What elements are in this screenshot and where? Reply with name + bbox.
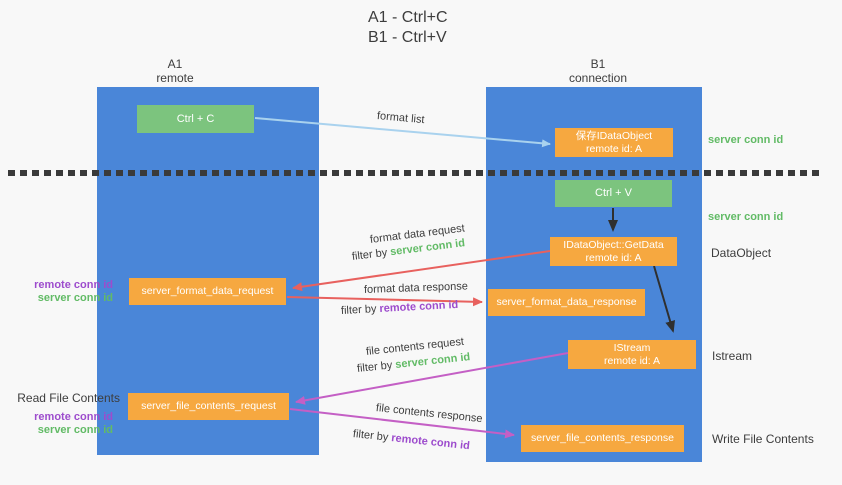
- title-line-1: A1 - Ctrl+C: [368, 9, 448, 26]
- right-server-conn-id-label-1: server conn id: [708, 134, 783, 146]
- remote-conn-id-text: remote conn id: [390, 432, 471, 453]
- server-file-contents-request-label: server_file_contents_request: [141, 400, 276, 412]
- column-header-b1: B1 connection: [538, 57, 658, 85]
- server-format-data-response-box: server_format_data_response: [488, 289, 645, 316]
- server-format-data-request-box: server_format_data_request: [129, 278, 286, 305]
- istream-line2: remote id: A: [603, 354, 661, 367]
- left-server-conn-id-label: server conn id: [18, 292, 113, 304]
- save-dataobject-line2: remote id: A: [585, 142, 643, 155]
- format-data-response-label: format data response: [363, 280, 469, 296]
- server-format-data-response-label: server_format_data_response: [496, 296, 637, 308]
- istream-side-label: Istream: [712, 349, 753, 363]
- write-file-contents-label: Write File Contents: [712, 432, 814, 446]
- column-header-a1: A1 remote: [115, 57, 235, 85]
- column-a1-role: remote: [156, 71, 194, 85]
- remote-conn-id-text: remote conn id: [34, 279, 113, 291]
- remote-conn-id-text: remote conn id: [379, 298, 459, 315]
- left-remote-conn-id-label: remote conn id: [18, 279, 113, 291]
- getdata-box: IDataObject::GetData remote id: A: [550, 237, 677, 266]
- filter-by-text: filter by: [352, 428, 389, 444]
- remote-conn-id-text: remote conn id: [34, 411, 113, 423]
- server-file-contents-response-box: server_file_contents_response: [521, 425, 684, 452]
- ctrl-v-box: Ctrl + V: [555, 180, 672, 207]
- file-response-filter-label: filter by remote conn id: [352, 428, 470, 452]
- dataobject-label: DataObject: [711, 246, 772, 260]
- format-list-label: format list: [376, 110, 426, 127]
- format-response-filter-label: filter by remote conn id: [341, 299, 459, 317]
- column-b1-name: B1: [590, 57, 606, 71]
- server-conn-id-text: server conn id: [708, 211, 784, 223]
- ctrl-c-label: Ctrl + C: [176, 112, 215, 125]
- diagram-title: A1 - Ctrl+C B1 - Ctrl+V: [368, 8, 448, 48]
- server-conn-id-text: server conn id: [37, 424, 113, 436]
- filter-by-text: filter by: [340, 303, 377, 317]
- getdata-line1: IDataObject::GetData: [563, 238, 664, 251]
- column-a1-name: A1: [167, 57, 183, 71]
- read-file-contents-label: Read File Contents: [17, 391, 120, 405]
- server-conn-id-text: server conn id: [708, 134, 784, 146]
- left-bottom-server-conn-id-label: server conn id: [18, 424, 113, 436]
- save-dataobject-line1: 保存IDataObject: [575, 129, 653, 142]
- title-line-2: B1 - Ctrl+V: [368, 29, 447, 46]
- right-server-conn-id-label-2: server conn id: [708, 211, 783, 223]
- getdata-line2: remote id: A: [585, 251, 642, 264]
- server-file-contents-request-box: server_file_contents_request: [128, 393, 289, 420]
- server-conn-id-text: server conn id: [394, 351, 471, 371]
- ctrl-c-box: Ctrl + C: [137, 105, 254, 133]
- ctrl-v-label: Ctrl + V: [595, 187, 632, 199]
- file-contents-response-label: file contents response: [375, 402, 484, 426]
- server-format-data-request-label: server_format_data_request: [141, 285, 274, 297]
- istream-line1: IStream: [613, 341, 651, 354]
- column-b1-role: connection: [568, 71, 628, 85]
- istream-box: IStream remote id: A: [568, 340, 696, 369]
- filter-by-text: filter by: [351, 246, 388, 263]
- left-bottom-remote-conn-id-label: remote conn id: [18, 411, 113, 423]
- server-conn-id-text: server conn id: [37, 292, 113, 304]
- filter-by-text: filter by: [356, 359, 393, 375]
- server-file-contents-response-label: server_file_contents_response: [530, 432, 674, 444]
- save-dataobject-box: 保存IDataObject remote id: A: [555, 128, 673, 157]
